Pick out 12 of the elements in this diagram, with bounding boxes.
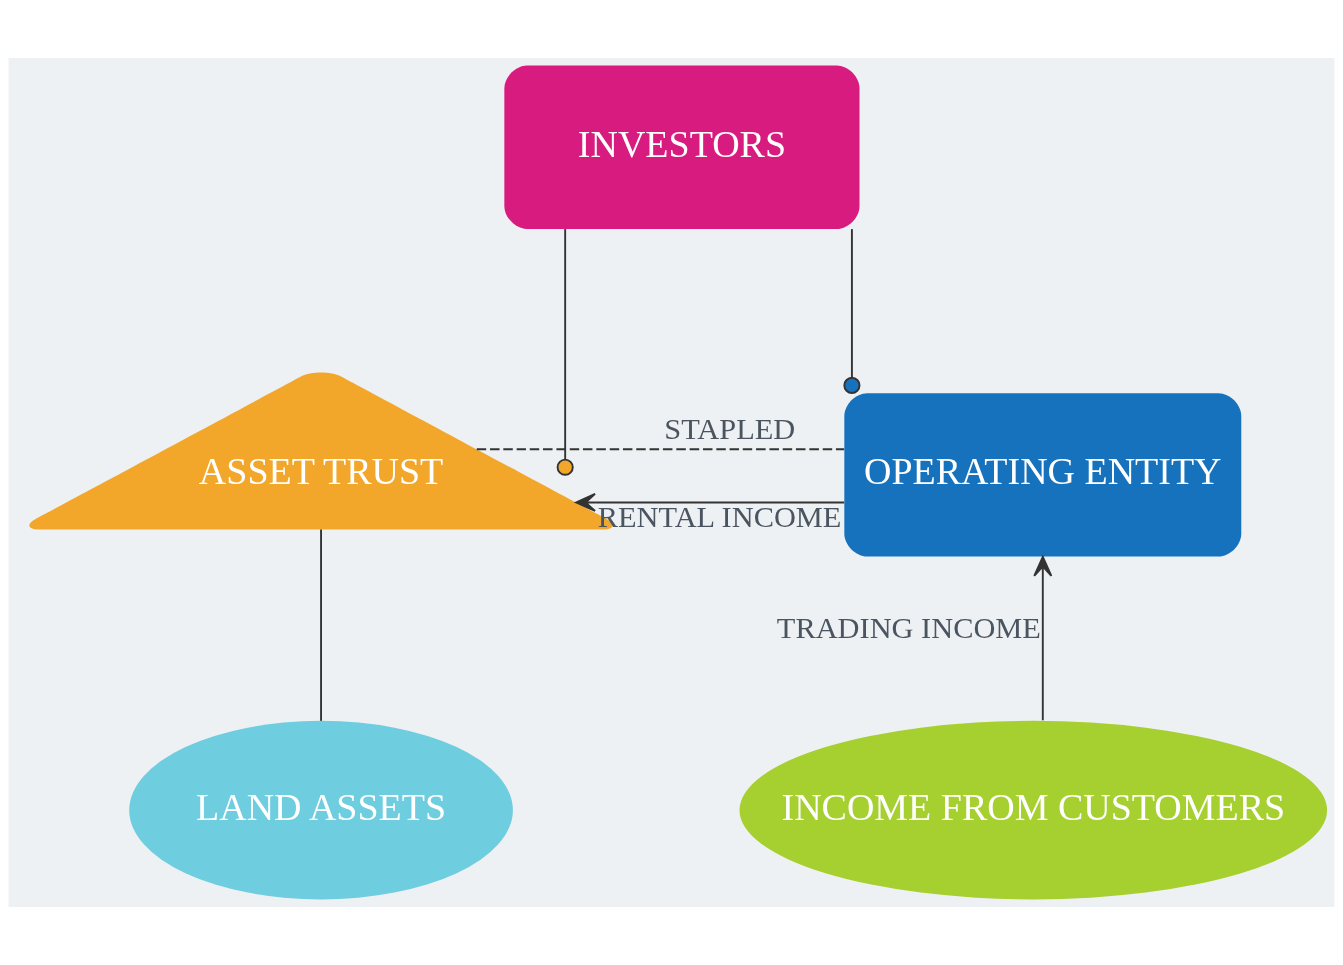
node-ellipse: INCOME FROM CUSTOMERS (739, 720, 1328, 900)
node-box: INVESTORS (504, 65, 860, 229)
connector (320, 528, 322, 722)
edge-label: STAPLED (664, 412, 796, 447)
arrow (575, 492, 846, 512)
arrow (1033, 555, 1053, 722)
node-ellipse: LAND ASSETS (129, 720, 513, 900)
connector (556, 228, 574, 476)
node-box: OPERATING ENTITY (844, 393, 1242, 557)
connector (843, 228, 861, 394)
edge-label: TRADING INCOME (776, 611, 1041, 646)
connector (475, 448, 845, 451)
